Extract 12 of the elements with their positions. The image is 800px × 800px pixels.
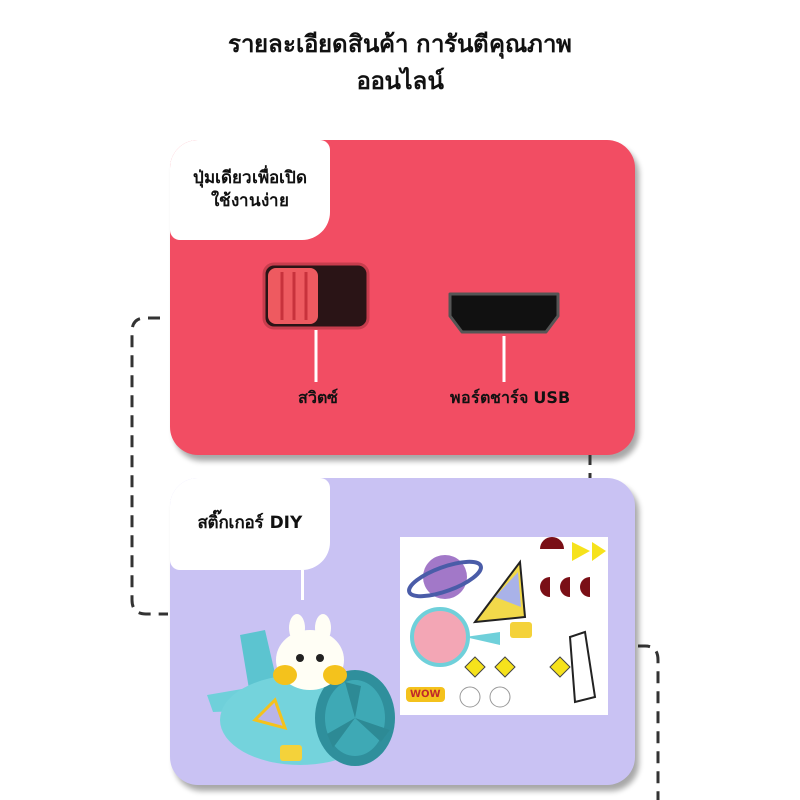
dashed-connector — [588, 455, 592, 478]
leader-line — [314, 330, 318, 382]
callout-bubble: ปุ่มเดียวเพื่อเปิดใช้งานง่าย — [170, 140, 330, 240]
part-label: สวิตซ์ — [268, 382, 368, 414]
callout-bubble: สติ๊กเกอร์ DIY — [170, 478, 330, 570]
title: รายละเอียดสินค้า การันตีคุณภาพออนไลน์ — [226, 29, 574, 98]
part-label: พอร์ตชาร์จ USB — [420, 382, 600, 414]
sticker-text: WOW — [406, 687, 445, 702]
product-panel — [170, 478, 635, 785]
product-panel — [170, 140, 635, 455]
leader-line — [301, 570, 304, 600]
leader-line — [502, 336, 506, 382]
